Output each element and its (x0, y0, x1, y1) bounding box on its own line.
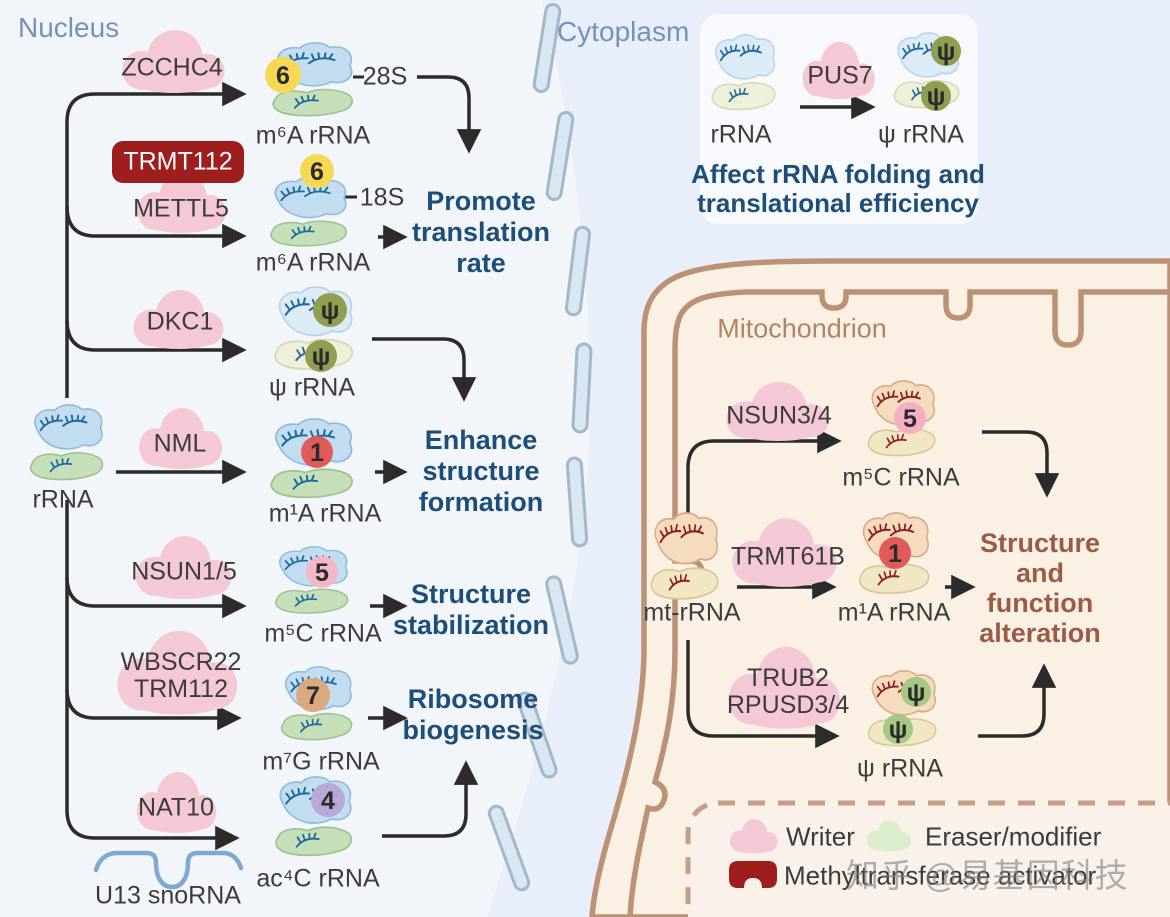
u13-snorna-icon (93, 850, 244, 890)
activator-label-trmt112: TRMT112 (123, 147, 233, 176)
svg-text:ψ: ψ (907, 679, 926, 707)
svg-text:ψ: ψ (927, 83, 946, 111)
svg-text:5: 5 (315, 559, 329, 587)
badge-ac4c: 4 (311, 783, 345, 817)
product-label-psi-mito: ψ rRNA (857, 754, 943, 783)
modification-badges: 6 6 ψ ψ 1 5 7 4 (265, 36, 961, 817)
arrow-zcchc4 (65, 81, 247, 398)
svg-text:ψ: ψ (321, 297, 340, 325)
badge-m6a-28s: 6 (265, 57, 301, 93)
enzyme-label-wbscr22-trm112: WBSCR22 TRM112 (120, 648, 242, 703)
outcome-enhance-structure-formation: Enhance structure formation (418, 425, 544, 517)
badge-psi-nucleus-1: ψ (313, 293, 347, 327)
legend-writer-label: Writer (786, 821, 855, 852)
enzyme-label-nsun34: NSUN3/4 (726, 401, 832, 430)
product-label-ac4c: ac⁴C rRNA (256, 864, 380, 893)
badge-m1a-mito: 1 (879, 537, 911, 569)
u13-snorna-label: U13 snoRNA (95, 881, 241, 910)
subunit-label-28s: 28S (362, 62, 408, 91)
mito-inner-membrane (627, 289, 1170, 917)
enzyme-label-trub2-rpusd34: TRUB2 RPUSD3/4 (726, 664, 850, 719)
arrow-psi-to-alteration (978, 663, 1057, 738)
arrows (65, 75, 1060, 851)
outcome-structure-stabilization: Structure stabilization (392, 579, 550, 640)
product-label-m7g: m⁷G rRNA (262, 747, 380, 776)
enzyme-label-pus7: PUS7 (807, 61, 873, 90)
svg-text:ψ: ψ (312, 343, 331, 371)
arrow-ac4c-to-biogenesis (382, 760, 479, 838)
badge-psi-cytoplasm-2: ψ (921, 81, 951, 111)
methyltransferase-activator-icon (729, 861, 777, 888)
nucleus-label: Nucleus (18, 12, 120, 43)
svg-text:5: 5 (903, 405, 917, 433)
svg-text:ψ: ψ (937, 38, 956, 66)
caption-rrna-folding: Affect rRNA folding and translational ef… (691, 159, 985, 218)
arrow-wbscr22 (65, 688, 242, 731)
arrow-dkc1 (65, 319, 247, 363)
product-label-m6a-28s: m⁶A rRNA (255, 121, 371, 150)
badge-m1a: 1 (301, 436, 333, 468)
legend-icons (729, 819, 911, 888)
badge-psi-mito-1: ψ (901, 677, 931, 707)
enzyme-label-nat10: NAT10 (138, 793, 214, 822)
arrow-m5c-to-alteration (982, 430, 1060, 498)
enzyme-label-zcchc4: ZCCHC4 (121, 53, 223, 82)
outcome-ribosome-biogenesis: Ribosome biogenesis (402, 684, 544, 745)
nuclear-envelope (487, 2, 593, 892)
arrow-28s-to-promote (417, 75, 482, 154)
product-label-psi-nucleus: ψ rRNA (269, 373, 355, 402)
svg-text:1: 1 (888, 540, 902, 568)
badge-psi-mito-2: ψ (883, 714, 913, 744)
product-label-psi-cytoplasm: ψ rRNA (878, 120, 964, 149)
enzyme-label-mettl5: METTL5 (133, 194, 229, 223)
svg-text:1: 1 (310, 439, 324, 467)
outcome-promote-translation-rate: Promote translation rate (411, 186, 551, 278)
trmt112-activator-box (112, 141, 244, 183)
enzyme-label-nsun15: NSUN1/5 (131, 557, 237, 586)
badge-m6a-18s: 6 (300, 154, 334, 188)
source-label-mt-rrna: mt-rRNA (643, 598, 741, 627)
arrow-nat10 (65, 500, 240, 851)
badge-m5c: 5 (306, 556, 338, 588)
subunit-label-18s: 18S (359, 183, 405, 212)
badge-m5c-mito: 5 (894, 402, 926, 434)
watermark: 知乎 @易基因科技 (846, 857, 1129, 894)
arrow-nsun15 (65, 576, 247, 619)
svg-text:6: 6 (276, 62, 290, 90)
badge-psi-nucleus-2: ψ (305, 340, 337, 372)
product-label-m1a: m¹A rRNA (268, 499, 382, 528)
arrow-psi-to-enhance (372, 337, 477, 402)
badge-psi-cytoplasm-1: ψ (931, 36, 961, 66)
source-label-rrna: rRNA (32, 485, 94, 514)
badge-m7g: 7 (296, 678, 330, 712)
enzyme-label-trmt61b: TRMT61B (731, 542, 845, 571)
source-label-rrna-cytoplasm: rRNA (710, 120, 772, 149)
enzyme-label-dkc1: DKC1 (146, 307, 214, 336)
cytoplasm-label: Cytoplasm (557, 16, 690, 47)
product-label-m5c-mito: m⁵C rRNA (842, 463, 960, 492)
legend-eraser-label: Eraser/modifier (925, 821, 1102, 852)
enzyme-label-nml: NML (153, 429, 207, 458)
product-label-m5c: m⁵C rRNA (264, 619, 382, 648)
svg-text:7: 7 (306, 682, 320, 710)
arrow-mettl5 (65, 205, 247, 249)
product-label-m6a-18s: m⁶A rRNA (255, 248, 371, 277)
svg-text:ψ: ψ (889, 716, 908, 744)
outcome-structure-function-alteration: Structure and function alteration (979, 528, 1101, 648)
arrow-nsun34 (686, 428, 842, 518)
legend-methyl-label: Methyltransferase activator (784, 860, 1097, 891)
mitochondrion-label: Mitochondrion (717, 313, 887, 344)
legend-box (685, 800, 1170, 917)
arrow-trub2 (686, 640, 840, 749)
svg-text:4: 4 (321, 787, 335, 815)
svg-text:6: 6 (310, 158, 324, 186)
product-label-m1a-mito: m¹A rRNA (837, 598, 951, 627)
